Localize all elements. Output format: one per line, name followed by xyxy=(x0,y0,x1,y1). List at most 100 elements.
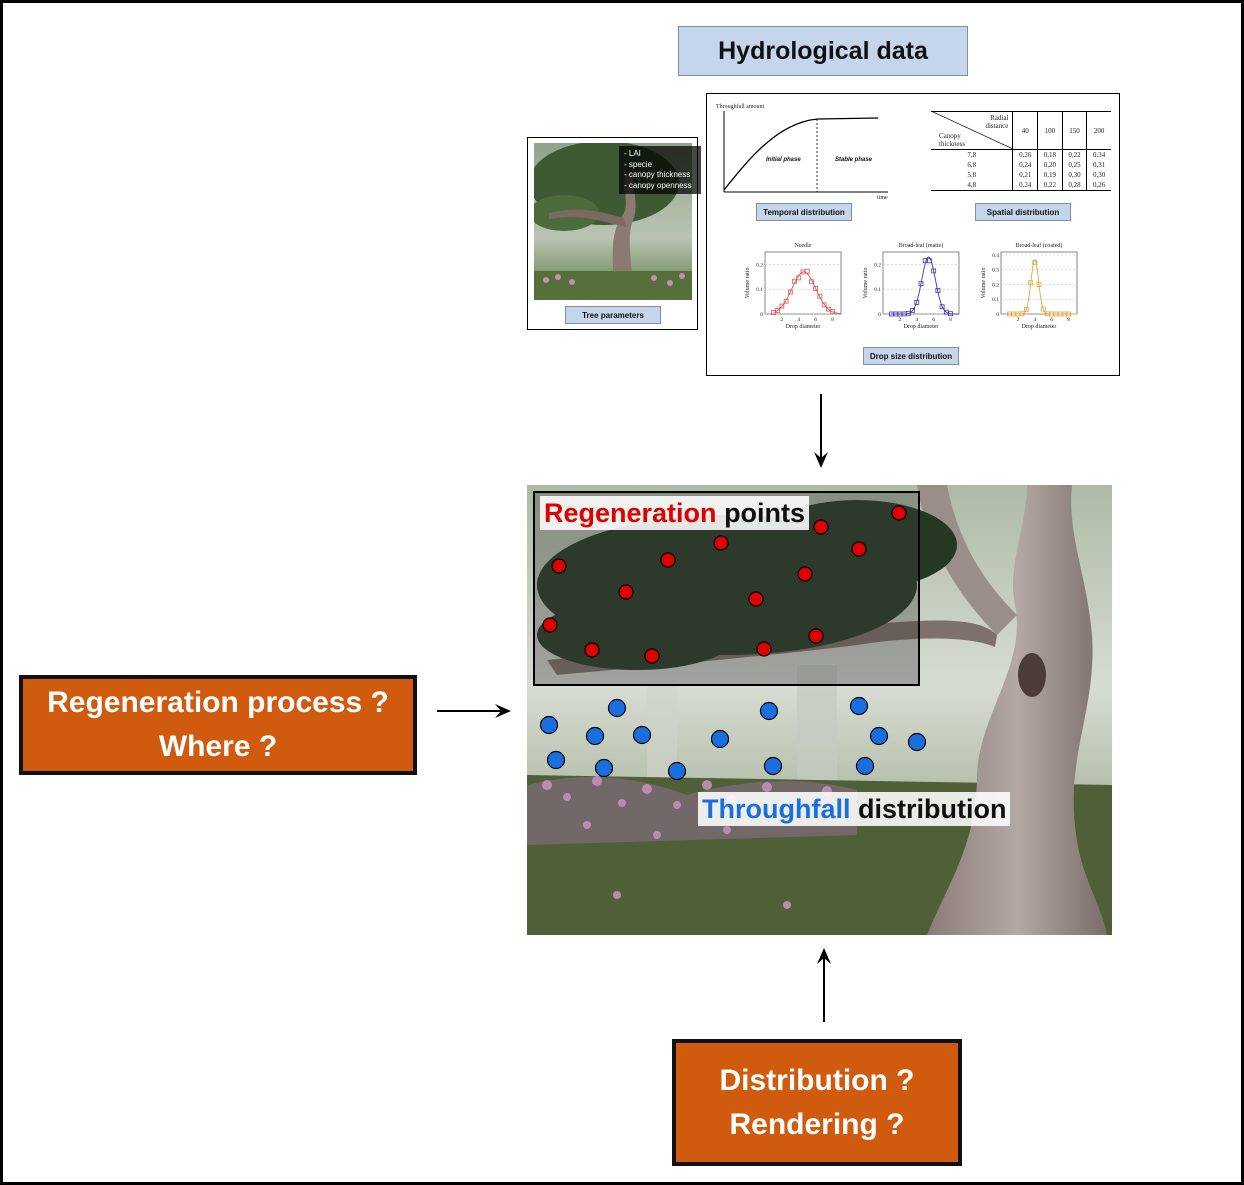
y-tick-label: 0 xyxy=(760,312,763,318)
y-tick-label: 0 xyxy=(996,312,999,318)
fit-curve xyxy=(891,256,959,315)
x-axis-label: Drop diameter xyxy=(786,324,821,330)
blue-point xyxy=(907,732,927,752)
chart-title: Broad-leaf (coated) xyxy=(1016,242,1063,249)
chart-title: Broad-leaf (matte) xyxy=(899,242,943,249)
blue-point xyxy=(710,729,730,749)
regeneration-question-line1: Regeneration process ? xyxy=(47,686,389,719)
y-axis-label: Volume ratio xyxy=(745,267,751,298)
table-cell: 0,30 xyxy=(1061,170,1087,180)
table-cell: 0,24 xyxy=(1012,160,1038,170)
red-point xyxy=(808,628,824,644)
red-point xyxy=(551,558,567,574)
data-marker xyxy=(1032,260,1038,266)
table-cell: 0,34 xyxy=(1086,149,1111,160)
x-axis-label: Drop diameter xyxy=(904,324,939,330)
initial-phase-label: Initial phase xyxy=(766,157,801,163)
x-tick-label: 4 xyxy=(797,317,800,323)
data-marker xyxy=(804,268,810,274)
blue-throughfall-points xyxy=(539,696,927,781)
red-point xyxy=(584,642,600,658)
regeneration-question-line2: Where ? xyxy=(158,730,278,763)
data-marker xyxy=(1040,306,1046,312)
canopy-thickness-header: Canopy thickness xyxy=(939,132,966,148)
spatial-distribution-label: Spatial distribution xyxy=(975,203,1071,221)
row-thickness: 6,8 xyxy=(967,161,977,169)
x-tick-label: 6 xyxy=(932,317,935,323)
blue-point xyxy=(667,761,687,781)
data-marker xyxy=(809,279,814,285)
y-tick-label: 0.3 xyxy=(992,268,999,274)
data-marker xyxy=(918,281,924,287)
temporal-curve xyxy=(723,117,879,191)
table-row: 6,8 0,24 0,20 0,25 0,31 xyxy=(931,160,1111,170)
regeneration-word: Regeneration xyxy=(544,498,717,528)
distribution-word: distribution xyxy=(858,794,1007,824)
x-tick-label: 4 xyxy=(915,317,918,323)
throughfall-distribution-label: Throughfall distribution xyxy=(698,792,1011,826)
data-marker xyxy=(927,258,932,264)
red-point xyxy=(713,535,729,551)
param-item: - canopy openness xyxy=(624,180,692,190)
x-axis-label: Drop diameter xyxy=(1022,324,1057,330)
table-cell: 0,20 xyxy=(1037,160,1063,170)
tree-parameters-panel: - LAI - specie - canopy thickness - cano… xyxy=(527,137,701,330)
table-cell: 0,30 xyxy=(1086,170,1111,180)
points-word: points xyxy=(724,498,806,528)
table-row: 5,8 0,21 0,19 0,30 0,30 xyxy=(931,170,1111,180)
y-axis-label: Volume ratio xyxy=(981,267,987,298)
column-header: 150 xyxy=(1061,111,1087,150)
blue-point xyxy=(849,696,869,716)
blue-point xyxy=(585,726,605,746)
red-point xyxy=(660,552,676,568)
blue-point xyxy=(855,756,875,776)
table-cell: 0,25 xyxy=(1061,160,1087,170)
data-marker xyxy=(813,286,819,291)
column-header: 100 xyxy=(1037,111,1063,150)
data-marker xyxy=(792,278,797,284)
x-tick-label: 6 xyxy=(1050,317,1053,323)
y-tick-label: 0 xyxy=(878,312,881,318)
data-marker xyxy=(905,310,911,316)
data-marker xyxy=(948,311,953,317)
temporal-distribution-chart: Throughfall amount Initial phase Stable … xyxy=(716,103,888,200)
x-tick-label: 2 xyxy=(781,317,784,323)
red-point xyxy=(813,519,829,535)
data-marker xyxy=(931,268,937,274)
temporal-xlabel: time xyxy=(877,195,888,200)
table-cell: 0,31 xyxy=(1086,160,1111,170)
temporal-distribution-label: Temporal distribution xyxy=(756,203,852,221)
data-marker xyxy=(914,300,920,305)
fit-curve xyxy=(1009,259,1077,315)
table-cell: 0,18 xyxy=(1037,149,1063,160)
arrow-up xyxy=(817,948,831,1022)
distribution-question-box: Distribution ? Rendering ? xyxy=(672,1039,962,1166)
data-marker xyxy=(825,306,831,312)
x-tick-label: 2 xyxy=(1017,317,1020,323)
blue-point xyxy=(607,698,627,718)
x-tick-label: 8 xyxy=(949,317,952,323)
y-tick-label: 0.1 xyxy=(992,297,999,303)
data-marker xyxy=(783,298,789,304)
row-thickness: 5,8 xyxy=(967,171,977,179)
hydrological-data-panel: Throughfall amount Initial phase Stable … xyxy=(706,93,1120,376)
data-marker xyxy=(1036,282,1042,287)
table-cell: 0,22 xyxy=(1037,180,1063,191)
table-header-diagonal xyxy=(931,111,1013,149)
table-cell: 0,26 xyxy=(1012,149,1038,160)
arrow-right xyxy=(437,704,511,718)
table-cell: 0,26 xyxy=(1086,180,1111,191)
y-tick-label: 0.2 xyxy=(992,282,999,288)
fit-curve xyxy=(773,271,842,315)
param-item: - specie xyxy=(624,159,653,169)
table-cell: 0,28 xyxy=(1061,180,1087,191)
row-thickness: 7,8 xyxy=(967,151,977,159)
data-marker xyxy=(935,288,941,293)
blue-point xyxy=(594,758,614,778)
data-marker xyxy=(821,302,827,308)
radial-distance-header: Radial distance xyxy=(985,114,1009,130)
